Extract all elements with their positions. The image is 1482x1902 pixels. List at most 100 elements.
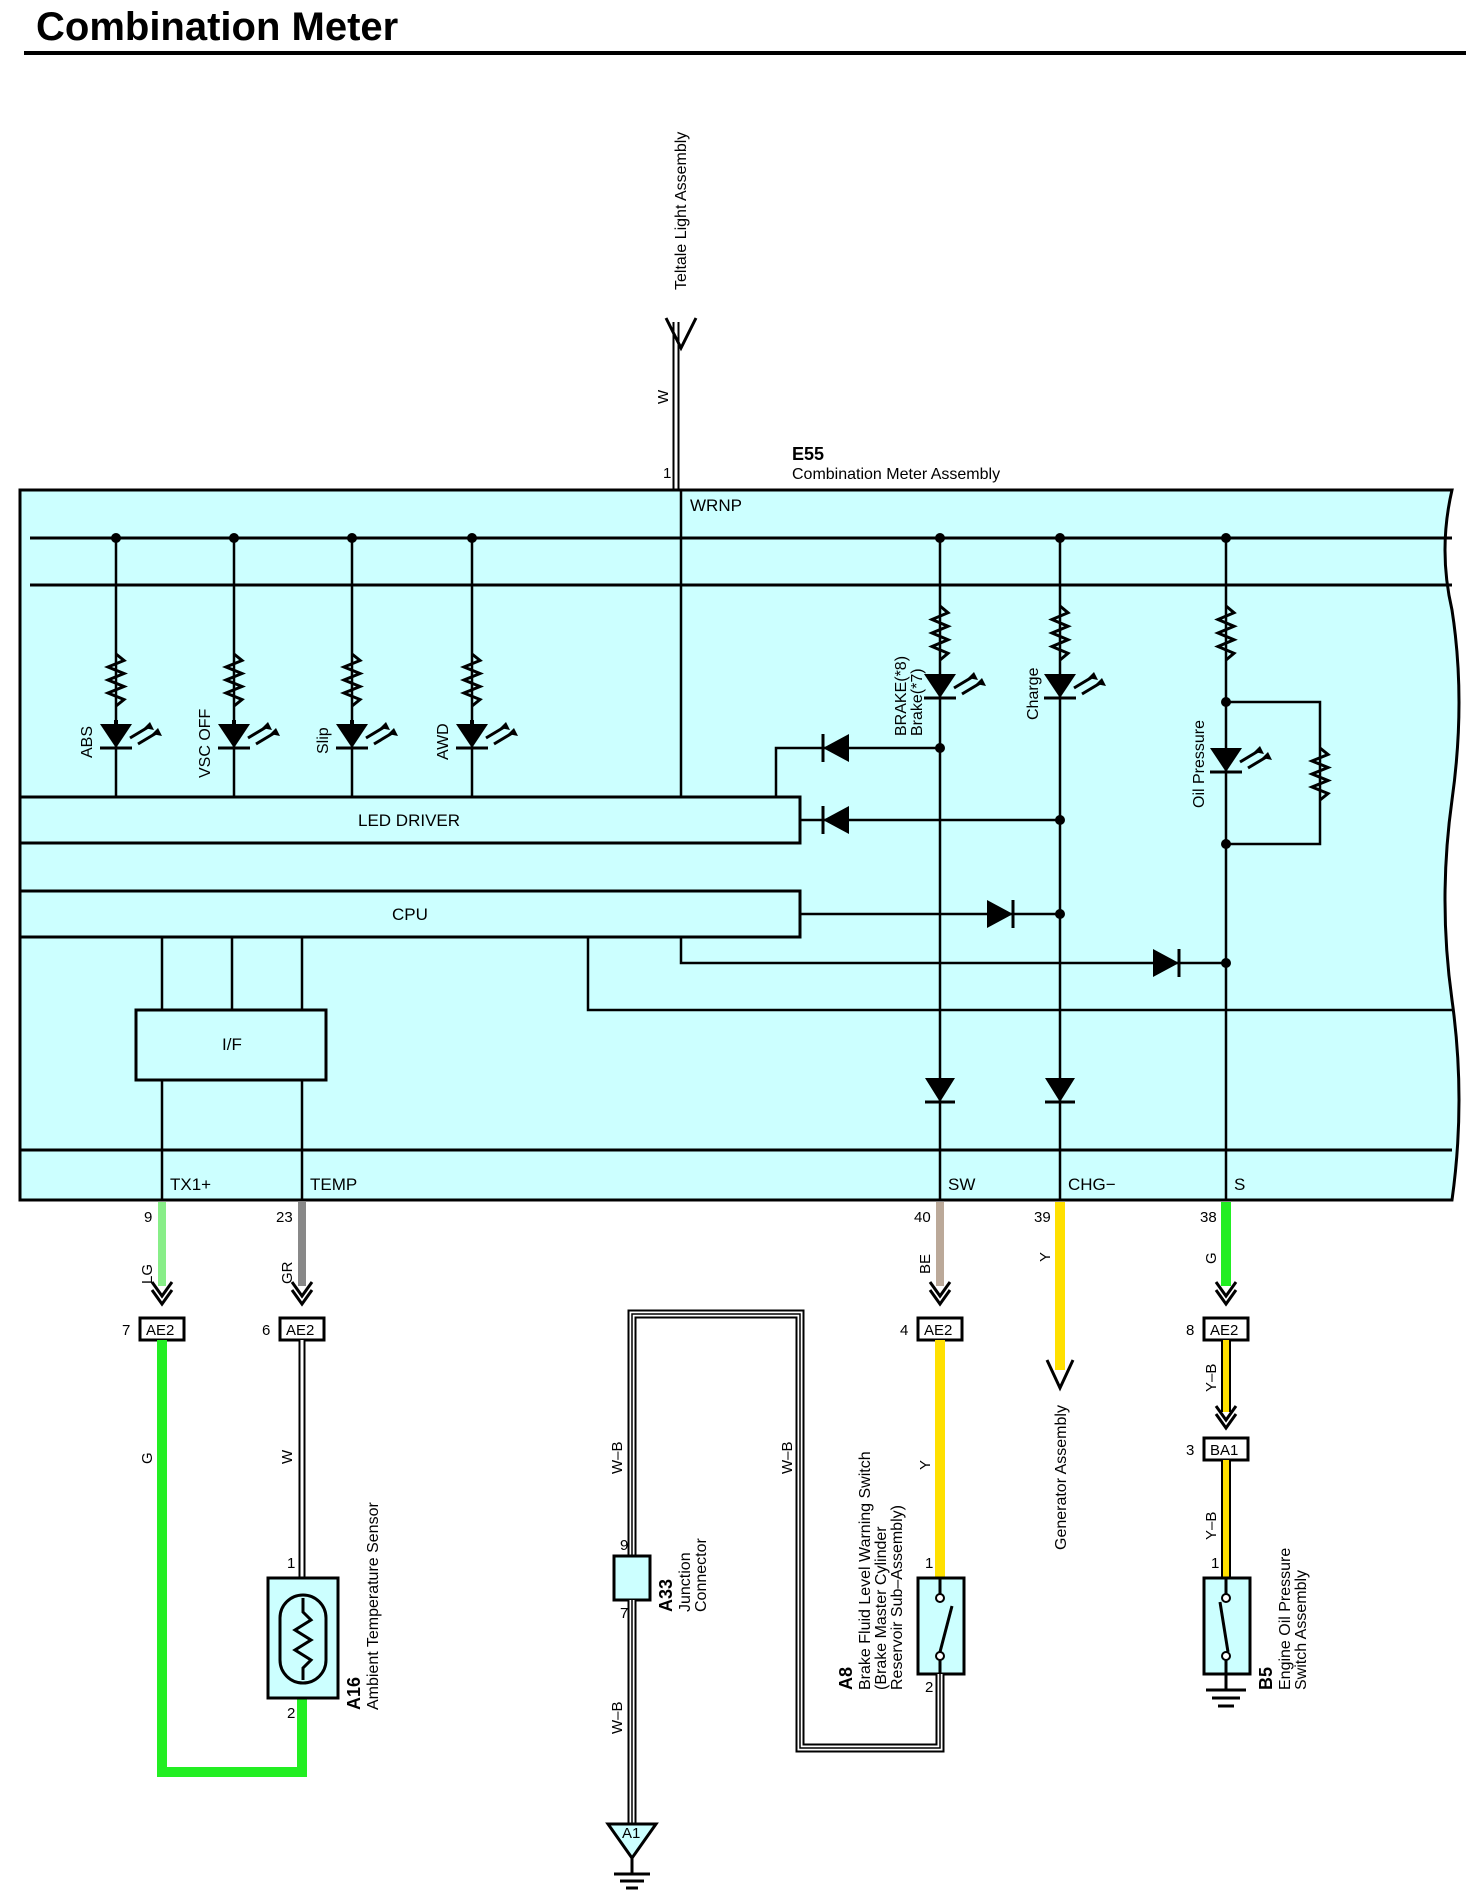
- page-title: Combination Meter: [36, 5, 398, 49]
- terminal-chg: CHG−: [1068, 1175, 1116, 1194]
- svg-text:Reservoir Sub–Assembly): Reservoir Sub–Assembly): [889, 1505, 906, 1690]
- terminal-tx1: TX1+: [170, 1175, 211, 1194]
- svg-text:6: 6: [262, 1322, 270, 1339]
- svg-text:GR: GR: [279, 1261, 296, 1284]
- led-label-awd: AWD: [435, 723, 452, 760]
- led-driver-block: [18, 795, 802, 845]
- svg-text:Engine Oil Pressure: Engine Oil Pressure: [1277, 1548, 1294, 1690]
- wire-chg: Y Generator Assembly: [1037, 1202, 1075, 1550]
- cpu-line: [586, 937, 1452, 1012]
- led-label-oil: Oil Pressure: [1191, 720, 1208, 808]
- led-icon: [456, 724, 488, 748]
- svg-text:Junction: Junction: [677, 1552, 694, 1612]
- led-driver-label: LED DRIVER: [358, 811, 460, 830]
- internal-bus: [20, 490, 1452, 1152]
- svg-text:A8: A8: [836, 1667, 856, 1690]
- svg-text:LG: LG: [139, 1264, 156, 1284]
- resistor-icon: [1214, 604, 1238, 662]
- cpu-line-oil: [679, 937, 1226, 965]
- resistor-icon: [222, 652, 246, 708]
- pin-s: 38: [1200, 1209, 1217, 1226]
- terminal-temp: TEMP: [310, 1175, 357, 1194]
- svg-text:A33: A33: [656, 1579, 676, 1612]
- junction-connector: [612, 1554, 652, 1602]
- led-label-brake: BRAKE(*8): [893, 656, 910, 736]
- led-label-vsc: VSC OFF: [197, 708, 214, 778]
- pin-chg: 39: [1034, 1209, 1051, 1226]
- resistor-icon: [928, 604, 952, 662]
- svg-text:W–B: W–B: [779, 1441, 796, 1474]
- svg-text:W–B: W–B: [609, 1701, 626, 1734]
- led-icon: [218, 724, 250, 748]
- svg-text:AE2: AE2: [286, 1322, 314, 1339]
- led-label-brake-alt: Brake(*7): [909, 668, 926, 736]
- ambient-temperature-sensor: 1 2 A16 Ambient Temperature Sensor: [266, 1502, 382, 1722]
- diode-icon: [823, 806, 849, 834]
- led-icon: [1044, 674, 1076, 698]
- svg-text:Switch Assembly: Switch Assembly: [1293, 1570, 1310, 1690]
- led-icon: [1210, 748, 1242, 772]
- led-icon: [336, 724, 368, 748]
- wire-s: G AE2 8 Y–B BA1 3 Y–B: [1186, 1202, 1250, 1578]
- diode-icon: [987, 900, 1013, 928]
- svg-text:9: 9: [620, 1537, 628, 1554]
- wire-tx1: LG AE2 7 G: [122, 1202, 307, 1777]
- svg-text:1: 1: [287, 1555, 295, 1572]
- cpu-label: CPU: [392, 905, 428, 924]
- pin-sw: 40: [914, 1209, 931, 1226]
- meter-name: Combination Meter Assembly: [792, 466, 1000, 483]
- teltale-label: Teltale Light Assembly: [673, 132, 690, 290]
- svg-text:BE: BE: [917, 1254, 934, 1274]
- resistor-icon: [340, 652, 364, 708]
- terminal-sw: SW: [948, 1175, 975, 1194]
- terminal-s: S: [1234, 1175, 1245, 1194]
- led-label-abs: ABS: [79, 726, 96, 758]
- wire-sw: BE AE2 4 Y: [900, 1202, 964, 1578]
- svg-text:2: 2: [287, 1705, 295, 1722]
- svg-text:W: W: [279, 1449, 296, 1464]
- svg-text:1: 1: [1211, 1555, 1219, 1572]
- resistor-icon: [460, 652, 484, 708]
- svg-text:2: 2: [925, 1679, 933, 1696]
- resistor-icon: [1308, 746, 1332, 802]
- diode-icon: [1045, 1078, 1075, 1102]
- teltale-input: Teltale Light Assembly W 1: [655, 132, 698, 490]
- svg-text:Brake Fluid Level Warning Swit: Brake Fluid Level Warning Switch: [857, 1451, 874, 1690]
- pin-tx1: 9: [144, 1209, 152, 1226]
- interface-block: [134, 1008, 328, 1082]
- svg-text:AE2: AE2: [1210, 1322, 1238, 1339]
- diode-icon: [1153, 949, 1179, 977]
- svg-text:7: 7: [122, 1322, 130, 1339]
- svg-text:8: 8: [1186, 1322, 1194, 1339]
- interface-label: I/F: [222, 1035, 242, 1054]
- svg-text:Connector: Connector: [693, 1538, 710, 1612]
- led-label-slip: Slip: [315, 727, 332, 754]
- svg-text:A1: A1: [622, 1825, 640, 1842]
- led-label-charge: Charge: [1025, 667, 1042, 720]
- svg-text:AE2: AE2: [146, 1322, 174, 1339]
- svg-text:A16: A16: [344, 1677, 364, 1710]
- svg-text:Y–B: Y–B: [1203, 1512, 1220, 1540]
- oil-pressure-switch: 1 B5 Engine Oil Pressure Switch Assembly: [1202, 1548, 1310, 1708]
- led-icon: [924, 674, 956, 698]
- svg-text:Y: Y: [1037, 1252, 1054, 1262]
- svg-text:AE2: AE2: [924, 1322, 952, 1339]
- wrnp-label: WRNP: [690, 496, 742, 515]
- meter-code: E55: [792, 444, 824, 464]
- svg-text:BA1: BA1: [1210, 1442, 1238, 1459]
- svg-text:Y–B: Y–B: [1203, 1364, 1220, 1392]
- svg-text:(Brake Master Cylinder: (Brake Master Cylinder: [873, 1526, 890, 1690]
- right-components: [774, 604, 1332, 1104]
- svg-text:7: 7: [620, 1605, 628, 1622]
- diode-icon: [925, 1078, 955, 1102]
- svg-text:B5: B5: [1256, 1667, 1276, 1690]
- svg-text:W–B: W–B: [609, 1441, 626, 1474]
- teltale-wire-color: W: [655, 389, 672, 404]
- ground-icon: [605, 1822, 659, 1861]
- resistor-icon: [1048, 604, 1072, 662]
- svg-text:Y: Y: [917, 1460, 934, 1470]
- wire-temp: GR AE2 6 W: [262, 1202, 326, 1578]
- wrnp-pin: 1: [663, 465, 671, 482]
- arrow-icon: [1045, 1359, 1075, 1392]
- svg-text:3: 3: [1186, 1442, 1194, 1459]
